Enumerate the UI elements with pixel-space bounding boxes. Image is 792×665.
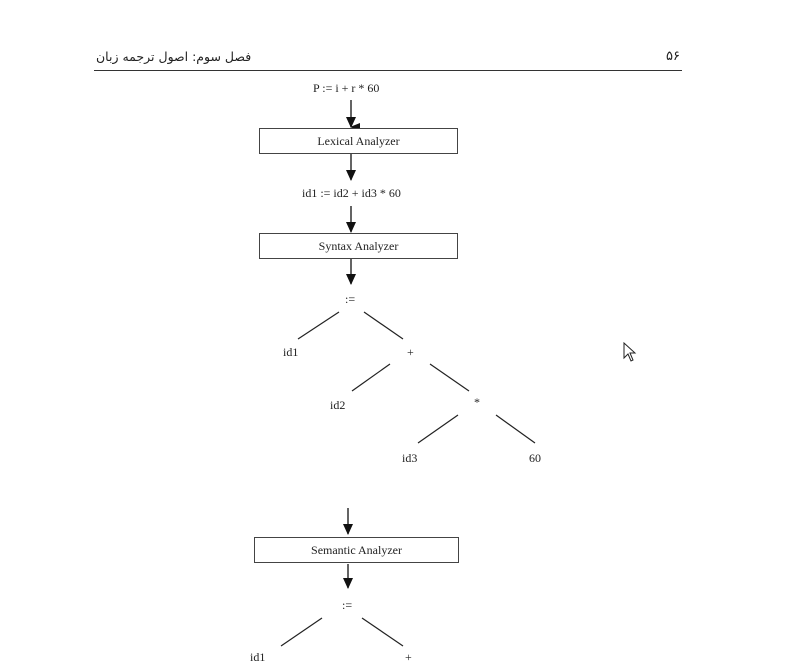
tree-node-mult: * xyxy=(474,395,480,409)
chapter-title: فصل سوم: اصول ترجمه زبان xyxy=(96,49,252,64)
arrow-head xyxy=(346,222,356,233)
tree-node-root: := xyxy=(345,292,356,306)
tree2-node-plus: + xyxy=(405,650,412,664)
tree-node-60: 60 xyxy=(529,451,541,465)
tree-edge xyxy=(361,617,404,647)
arrow-head xyxy=(343,524,353,535)
mouse-pointer-icon xyxy=(623,342,637,362)
token-statement: id1 := id2 + id3 * 60 xyxy=(302,186,401,200)
tree-edge xyxy=(417,414,459,444)
tree-node-id2: id2 xyxy=(330,398,346,412)
tree-edge xyxy=(297,311,340,340)
arrow-head xyxy=(346,117,356,128)
tree-node-id3: id3 xyxy=(402,451,418,465)
tree2-node-id1: id1 xyxy=(250,650,266,664)
tree-edge xyxy=(351,363,391,392)
input-statement: P := i + r * 60 xyxy=(313,81,380,95)
page-header: فصل سوم: اصول ترجمه زبان ۵۶ xyxy=(94,46,682,71)
arrow-head xyxy=(343,578,353,589)
semantic-analyzer-box: Semantic Analyzer xyxy=(254,537,459,563)
tree-node-plus: + xyxy=(407,345,414,359)
lexical-analyzer-box: Lexical Analyzer xyxy=(259,128,458,154)
tree-edge xyxy=(363,311,404,340)
tree-edge xyxy=(429,363,470,392)
tree-edge xyxy=(280,617,323,647)
tree-node-id1: id1 xyxy=(283,345,299,359)
arrow-head xyxy=(346,170,356,181)
arrow-head xyxy=(346,274,356,285)
tree-edge xyxy=(495,414,536,444)
syntax-analyzer-box: Syntax Analyzer xyxy=(259,233,458,259)
page-number: ۵۶ xyxy=(666,49,680,64)
tree2-node-root: := xyxy=(342,598,353,612)
